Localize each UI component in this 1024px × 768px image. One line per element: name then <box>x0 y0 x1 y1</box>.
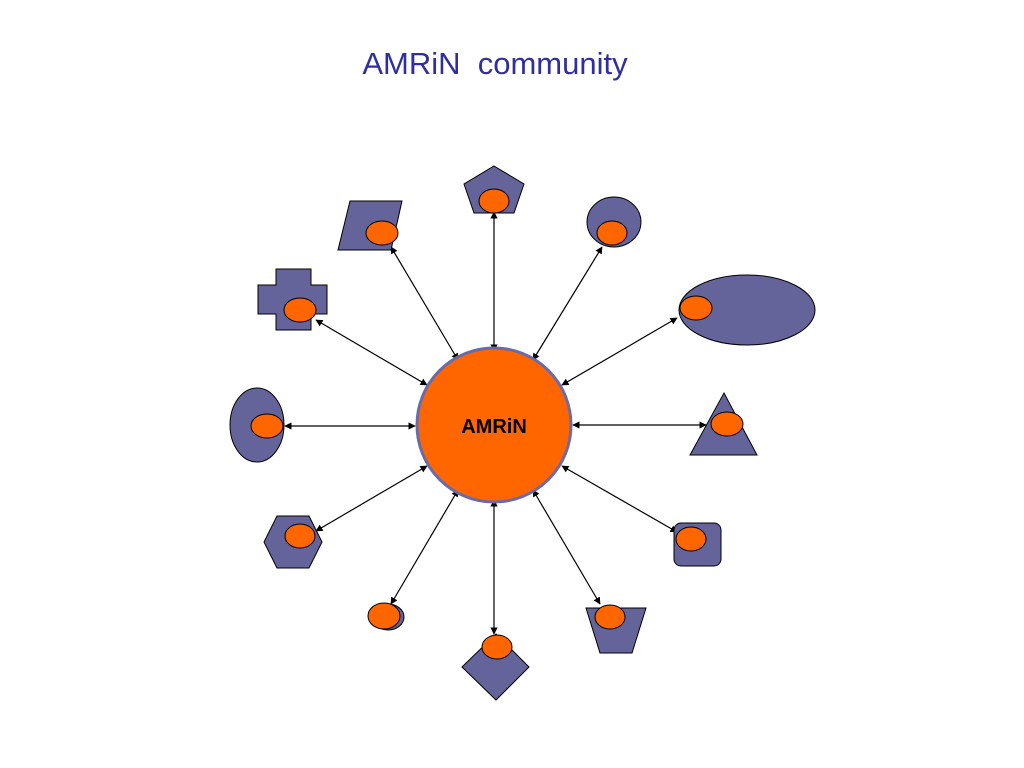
connector-trapezoid <box>532 489 601 605</box>
parallelogram-member <box>337 200 403 251</box>
connector-rounded-square <box>561 465 678 533</box>
member-shapes <box>229 165 816 701</box>
member-node <box>675 526 707 552</box>
hub-label: AMRiN <box>461 416 527 438</box>
tall-ellipse-member <box>229 387 285 463</box>
cross-member <box>257 268 328 331</box>
diamond-shape <box>461 633 530 701</box>
pentagon-member <box>463 165 525 214</box>
slide-title: AMRiN community <box>362 46 628 81</box>
hub-circle <box>415 346 573 504</box>
connector-cross <box>315 319 428 386</box>
member-node <box>283 297 317 323</box>
member-node <box>481 634 513 660</box>
member-node <box>250 413 284 439</box>
hexagon-member <box>263 515 323 569</box>
member-node <box>367 602 401 630</box>
member-node <box>596 220 628 246</box>
circle-member <box>586 196 642 248</box>
member-node <box>365 220 399 246</box>
connector-wide-ellipse <box>561 317 678 386</box>
member-node <box>594 604 626 630</box>
member-node <box>478 188 510 214</box>
wide-ellipse-shape <box>678 274 816 346</box>
connectors <box>284 211 707 635</box>
member-node <box>284 523 316 549</box>
member-node <box>679 295 713 321</box>
member-node <box>710 411 744 437</box>
trapezoid-member <box>585 604 647 654</box>
small-ellipse-member <box>367 602 405 631</box>
hub-node: AMRiN <box>415 346 573 504</box>
connector-hexagon <box>315 465 428 532</box>
triangle-member <box>689 391 758 456</box>
wide-ellipse-member <box>678 274 816 346</box>
diamond-member <box>461 633 530 701</box>
connector-small-ellipse <box>390 489 459 605</box>
connector-circle <box>532 246 603 361</box>
rounded-square-member <box>673 522 722 567</box>
connector-parallelogram <box>390 246 459 361</box>
